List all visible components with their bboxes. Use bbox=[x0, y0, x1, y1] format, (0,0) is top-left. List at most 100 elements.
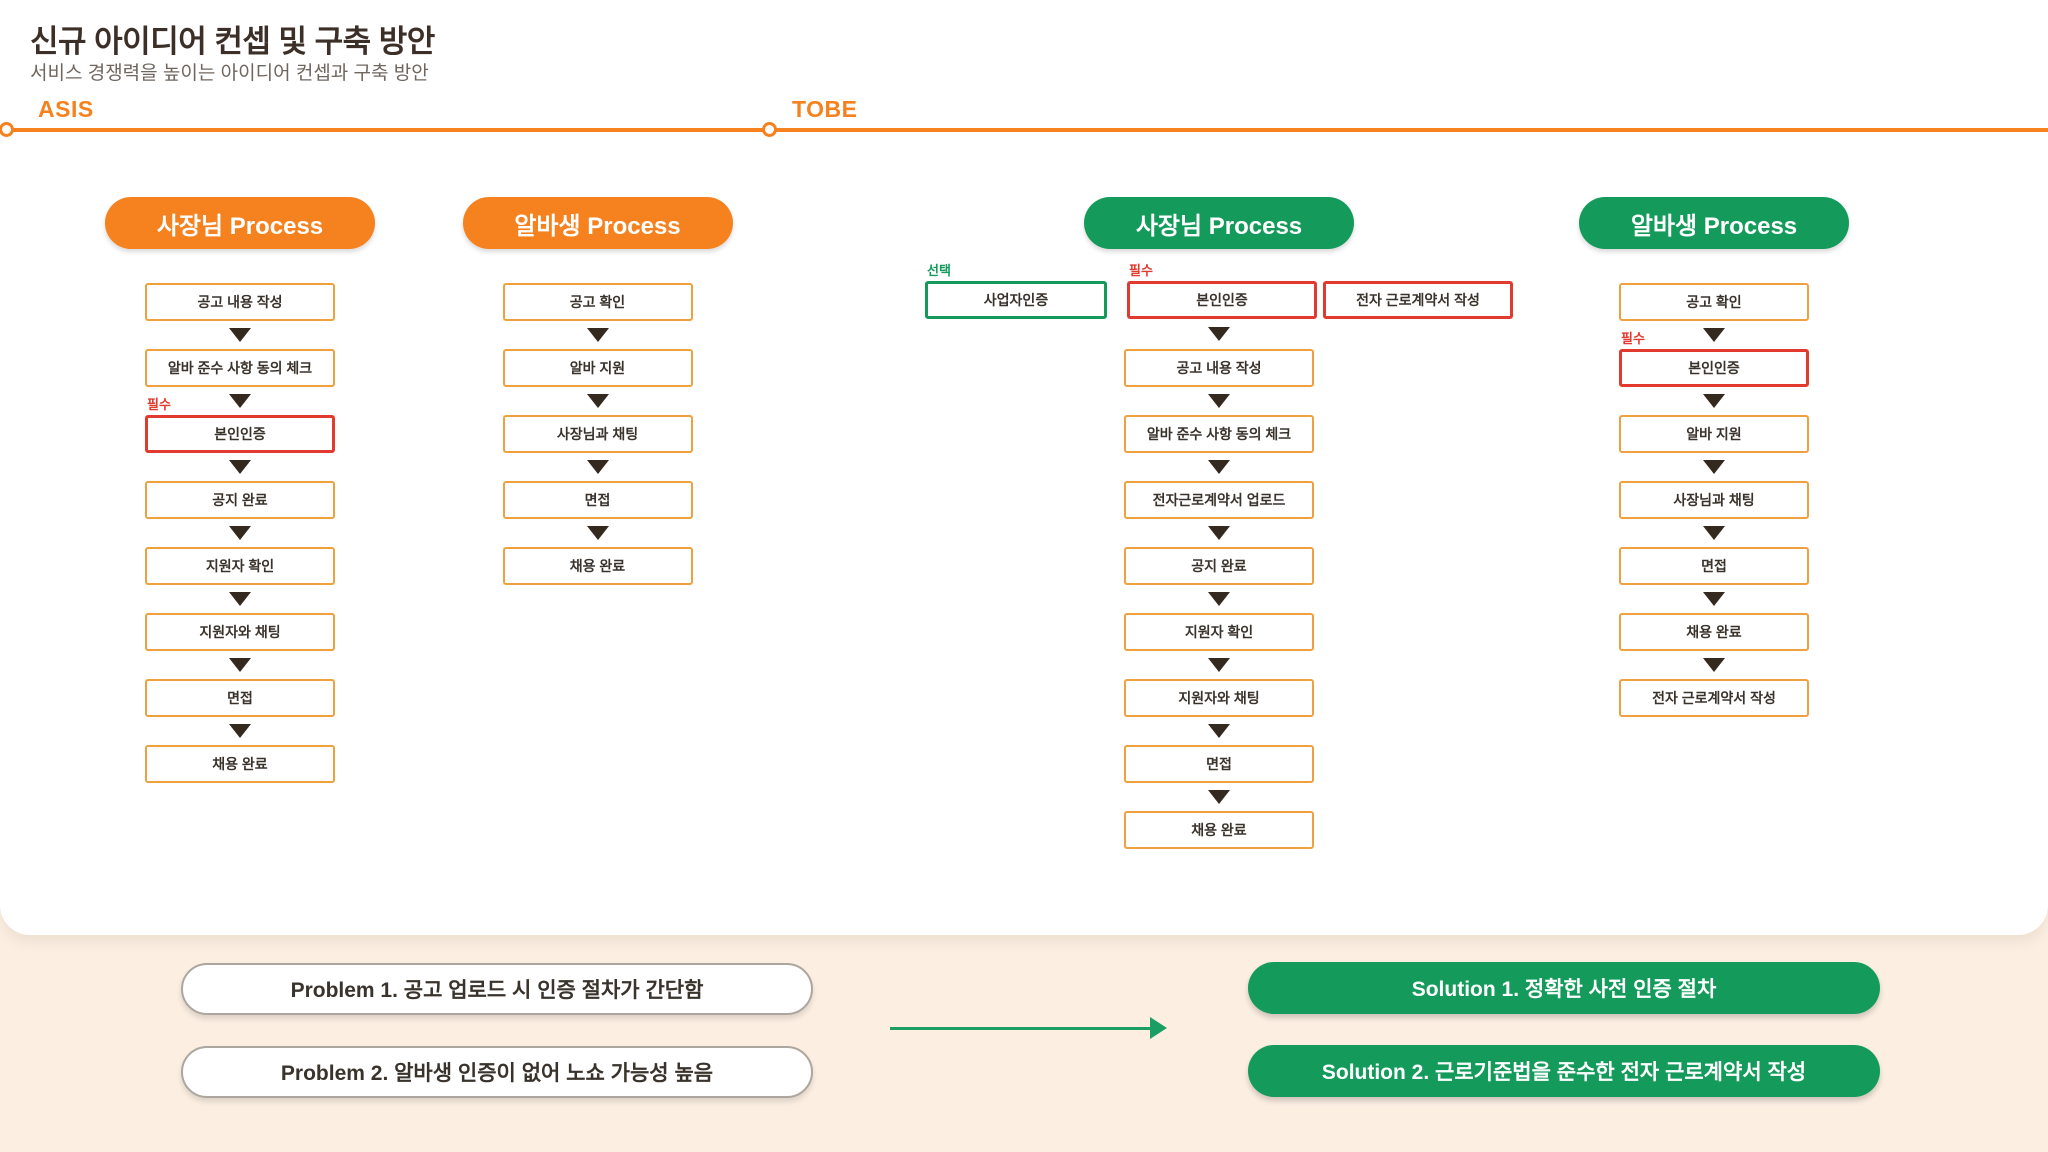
tobe-prereq-optional: 선택 사업자인증 bbox=[925, 263, 1107, 319]
asis-boss-header: 사장님 Process bbox=[105, 197, 375, 249]
process-step: 전자근로계약서 업로드 bbox=[1124, 481, 1314, 519]
tobe-boss-column: 사장님 Process 선택 사업자인증 필수 본인인증 전자 근로계약서 작성… bbox=[925, 197, 1513, 849]
process-step: 전자 근로계약서 작성 bbox=[1619, 679, 1809, 717]
process-step-wrap: 전자근로계약서 업로드 bbox=[1124, 481, 1314, 519]
flow-arrow-icon bbox=[229, 592, 251, 606]
flow-arrow-icon bbox=[229, 328, 251, 342]
process-step-wrap: 지원자 확인 bbox=[145, 547, 335, 585]
process-step: 공지 완료 bbox=[1124, 547, 1314, 585]
process-step-wrap: 공고 확인 bbox=[502, 283, 693, 321]
process-step-wrap: 면접 bbox=[502, 481, 693, 519]
process-step: 공지 완료 bbox=[145, 481, 335, 519]
process-step: 면접 bbox=[1619, 547, 1809, 585]
problem-1-pill: Problem 1. 공고 업로드 시 인증 절차가 간단함 bbox=[181, 963, 813, 1015]
process-step: 지원자 확인 bbox=[1124, 613, 1314, 651]
process-step: 공고 내용 작성 bbox=[1124, 349, 1314, 387]
tobe-worker-header: 알바생 Process bbox=[1579, 197, 1849, 249]
tobe-boss-header: 사장님 Process bbox=[1084, 197, 1354, 249]
process-step-wrap: 사장님과 채팅 bbox=[1619, 481, 1809, 519]
flow-arrow-icon bbox=[1703, 394, 1725, 408]
flow-arrow-icon bbox=[1703, 526, 1725, 540]
process-step-wrap: 공고 확인 bbox=[1619, 283, 1809, 321]
process-step-wrap: 사장님과 채팅 bbox=[502, 415, 693, 453]
required-badge: 필수 bbox=[147, 397, 171, 412]
flow-arrow-icon bbox=[1208, 724, 1230, 738]
problem-2-pill: Problem 2. 알바생 인증이 없어 노쇼 가능성 높음 bbox=[181, 1046, 813, 1098]
solution-1-pill: Solution 1. 정확한 사전 인증 절차 bbox=[1248, 962, 1880, 1014]
divider-ring-left-icon bbox=[0, 122, 14, 137]
process-step: 본인인증 bbox=[1127, 281, 1317, 319]
flow-arrow-icon bbox=[1703, 658, 1725, 672]
problem-solution-strip: Problem 1. 공고 업로드 시 인증 절차가 간단함 Problem 2… bbox=[0, 935, 2048, 1152]
process-step: 채용 완료 bbox=[1619, 613, 1809, 651]
process-step-wrap: 알바 준수 사항 동의 체크 bbox=[145, 349, 335, 387]
process-step-wrap: 지원자와 채팅 bbox=[1124, 679, 1314, 717]
process-step: 지원자 확인 bbox=[145, 547, 335, 585]
process-step: 공고 내용 작성 bbox=[145, 283, 335, 321]
problem-to-solution-arrow-icon bbox=[890, 1027, 1152, 1030]
process-step-wrap: 알바 지원 bbox=[1619, 415, 1809, 453]
process-step-wrap: 면접 bbox=[145, 679, 335, 717]
required-badge: 필수 bbox=[1129, 263, 1153, 278]
process-step-wrap: 면접 bbox=[1619, 547, 1809, 585]
problem-to-solution-arrowhead-icon bbox=[1150, 1017, 1167, 1039]
process-step: 채용 완료 bbox=[502, 547, 693, 585]
process-step-wrap: 채용 완료 bbox=[1619, 613, 1809, 651]
process-step: 면접 bbox=[502, 481, 693, 519]
process-step-wrap: 공지 완료 bbox=[1124, 547, 1314, 585]
process-step-wrap: 공고 내용 작성 bbox=[1124, 349, 1314, 387]
optional-badge: 선택 bbox=[927, 263, 951, 278]
tobe-section-label: TOBE bbox=[792, 96, 858, 122]
required-badge: 필수 bbox=[1621, 331, 1645, 346]
flow-arrow-icon bbox=[1208, 526, 1230, 540]
process-step-wrap: 면접 bbox=[1124, 745, 1314, 783]
process-step-wrap: 채용 완료 bbox=[502, 547, 693, 585]
process-step: 전자 근로계약서 작성 bbox=[1323, 281, 1513, 319]
process-step: 알바 준수 사항 동의 체크 bbox=[145, 349, 335, 387]
process-step: 사업자인증 bbox=[925, 281, 1107, 319]
process-step: 지원자와 채팅 bbox=[1124, 679, 1314, 717]
flow-arrow-icon bbox=[586, 394, 609, 408]
process-step-wrap: 지원자 확인 bbox=[1124, 613, 1314, 651]
flow-arrow-icon bbox=[586, 460, 609, 474]
tobe-prereq-required: 필수 본인인증 전자 근로계약서 작성 bbox=[1127, 263, 1513, 319]
divider-ring-mid-icon bbox=[762, 122, 777, 137]
process-step: 채용 완료 bbox=[1124, 811, 1314, 849]
process-step: 알바 준수 사항 동의 체크 bbox=[1124, 415, 1314, 453]
flow-arrow-icon bbox=[1703, 460, 1725, 474]
process-step: 사장님과 채팅 bbox=[502, 415, 693, 453]
process-step-wrap: 알바 지원 bbox=[502, 349, 693, 387]
required-step-group: 본인인증 전자 근로계약서 작성 bbox=[1127, 281, 1513, 319]
process-step-wrap: 공지 완료 bbox=[145, 481, 335, 519]
process-step-wrap: 지원자와 채팅 bbox=[145, 613, 335, 651]
flow-arrow-icon bbox=[1208, 790, 1230, 804]
solution-2-pill: Solution 2. 근로기준법을 준수한 전자 근로계약서 작성 bbox=[1248, 1045, 1880, 1097]
process-step-wrap: 채용 완료 bbox=[1124, 811, 1314, 849]
section-divider-line bbox=[0, 128, 2048, 132]
flow-arrow-icon bbox=[586, 328, 609, 342]
page-title: 신규 아이디어 컨셉 및 구축 방안 bbox=[30, 24, 435, 59]
flow-arrow-icon bbox=[586, 526, 609, 540]
flow-arrow-icon bbox=[1208, 394, 1230, 408]
flow-arrow-icon bbox=[1208, 658, 1230, 672]
process-step: 면접 bbox=[145, 679, 335, 717]
process-step-wrap: 공고 내용 작성 bbox=[145, 283, 335, 321]
process-step-wrap: 채용 완료 bbox=[145, 745, 335, 783]
flow-arrow-icon bbox=[229, 724, 251, 738]
flow-arrow-icon bbox=[229, 394, 251, 408]
flow-arrow-icon bbox=[229, 460, 251, 474]
process-step-wrap: 전자 근로계약서 작성 bbox=[1619, 679, 1809, 717]
process-step: 공고 확인 bbox=[502, 283, 693, 321]
process-step: 면접 bbox=[1124, 745, 1314, 783]
flow-arrow-icon bbox=[229, 526, 251, 540]
flow-arrow-icon bbox=[1208, 592, 1230, 606]
